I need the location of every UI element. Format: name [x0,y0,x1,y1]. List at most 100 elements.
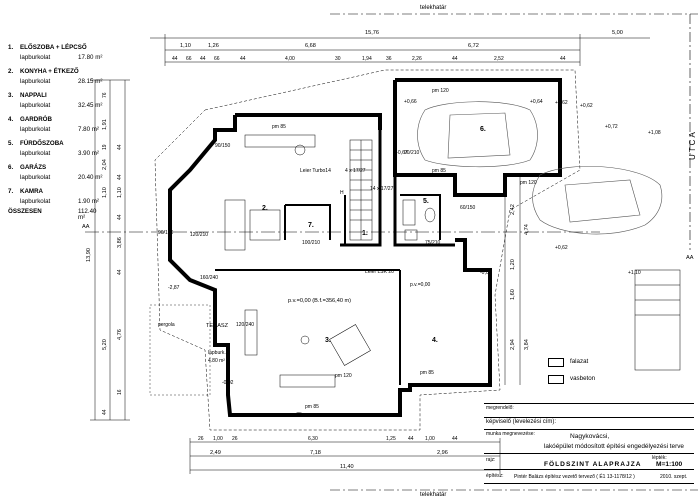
door-mark-7: 90/150 [158,230,174,236]
tb-author: Pintér Balázs építész vezető tervező ( É… [514,474,635,480]
opening-2: pm 85 [288,412,302,418]
pergola-label: pergola [158,322,175,328]
dim-left-0: 1,91 [102,119,108,130]
dim-left-3: 1,10 [117,187,123,198]
dim-top-r3-9: 2,26 [412,56,422,62]
level-7: +0,62 [555,245,568,251]
dim-bot-r1-4: 1,25 [386,436,396,442]
dim-bot-r1-7: 44 [452,436,458,442]
boundary-label-bottom: telekhatár [420,492,447,498]
dim-left-outer: 13,90 [86,248,92,262]
level-4: +0,62 [580,103,593,109]
dim-top-r3-0: 44 [172,56,178,62]
dim-top-r3-6: 30 [335,56,341,62]
tag-kitchen: 2. [262,205,268,212]
level-11: -0,02 [222,380,234,386]
roof-outline [154,69,581,431]
dim-bot-r2-2: 2,96 [437,450,448,456]
dim-top-r3-1: 66 [186,56,192,62]
dim-left-s5: 44 [117,269,123,275]
dim-right-2: 1,20 [510,259,516,270]
dim-right-top: 5,00 [612,30,623,36]
tag-garage: 6. [480,126,486,133]
dim-left-s4: 44 [117,214,123,220]
dim-top-r3-8: 36 [386,56,392,62]
bottom-dimension-lines [189,438,501,474]
door-mark-3: 160/240 [200,275,219,281]
dim-right-0: 2,42 [510,204,516,215]
tag-bath: 5. [423,198,429,205]
entrance-steps [634,269,681,371]
door-mark-2: 60/150 [460,205,476,211]
dim-bot-overall: 11,40 [340,464,354,470]
opening-1: pm 85 [305,404,319,410]
dim-top-r3-10: 44 [452,56,458,62]
dim-bot-r1-5: 44 [408,436,414,442]
level-8: +1,10 [628,270,641,276]
dim-left-1: 2,04 [102,159,108,170]
dim-bot-r1-2: 26 [232,436,238,442]
dim-top-r2-0: 1,10 [180,43,191,49]
staircase [349,139,373,241]
dim-left-s1: 19 [102,144,108,150]
door-mark-0: 90/210 [404,150,420,156]
tag-living: 3. [325,337,331,344]
dim-bot-r1-0: 26 [198,436,204,442]
terrace-area: 4.80 m² [208,358,225,364]
door-mark-8: 120/210 [190,232,209,238]
exterior-walls [168,78,562,417]
right-dimension-lines [504,175,521,385]
car-in-garage [417,101,538,168]
tag-entry: 1. [362,230,368,237]
opening-6: pm 85 [432,168,446,174]
level-0: +0,66 [404,99,417,105]
door-mark-5: 100/210 [302,240,321,246]
tb-scale-label: lépték: [652,455,667,461]
floor-level-main: p.v.=0,00 (B.f.=356,40 m) [288,298,352,304]
dim-top-r3-2: 44 [200,56,206,62]
dim-top-r3-3: 66 [214,56,220,62]
dim-top-r3-11: 2,52 [494,56,504,62]
living-furniture [244,309,371,388]
opening-0: pm 85 [272,124,286,130]
stairs-label-0: 4 x 17/27 [345,168,366,174]
dim-bot-r2-1: 7,18 [310,450,321,456]
dim-left-s2: 44 [117,144,123,150]
leier-label-1: Leier Turbo14 [300,168,331,174]
swatch-concrete [548,375,564,384]
boundary-label-top: telekhatár [420,5,447,11]
tb-scale: M=1:100 [656,461,683,468]
dim-top-r3-5: 4,00 [285,56,295,62]
dim-top-r3-12: 44 [560,56,566,62]
door-mark-4: 120/240 [236,322,255,328]
bath-fixtures [402,199,436,241]
terrace-floor: lapburk. [208,350,226,356]
level-6: +1,08 [648,130,661,136]
tag-pantry: 7. [308,222,314,229]
street-label: UTCA [688,130,697,160]
car-outside [532,166,663,235]
dim-bot-r1-3: 6,30 [308,436,318,442]
tb-author-label: építész: [486,473,504,479]
tag-garage-dim: pm 120 [432,88,449,94]
dim-top-r3-4: 44 [240,56,246,62]
tb-client-label: megrendelő: [486,405,514,411]
door-mark-1: 90/150 [215,143,231,149]
terrace-label: TERASZ [206,323,229,329]
tb-project-label: munka megnevezése: [486,431,535,437]
level-10: -2,87 [168,285,180,291]
stairs-label-1: 14 x 17/27 [370,186,394,192]
terrace [149,304,211,396]
tb-drawing: FÖLDSZINT ALAPRAJZA [544,461,642,468]
dim-overall-top: 15,76 [365,30,379,36]
dim-right-5: 3,84 [524,339,530,350]
dim-top-r3-7: 1,94 [362,56,372,62]
dim-left-s3: 44 [117,174,123,180]
top-dimension-lines [150,34,650,66]
